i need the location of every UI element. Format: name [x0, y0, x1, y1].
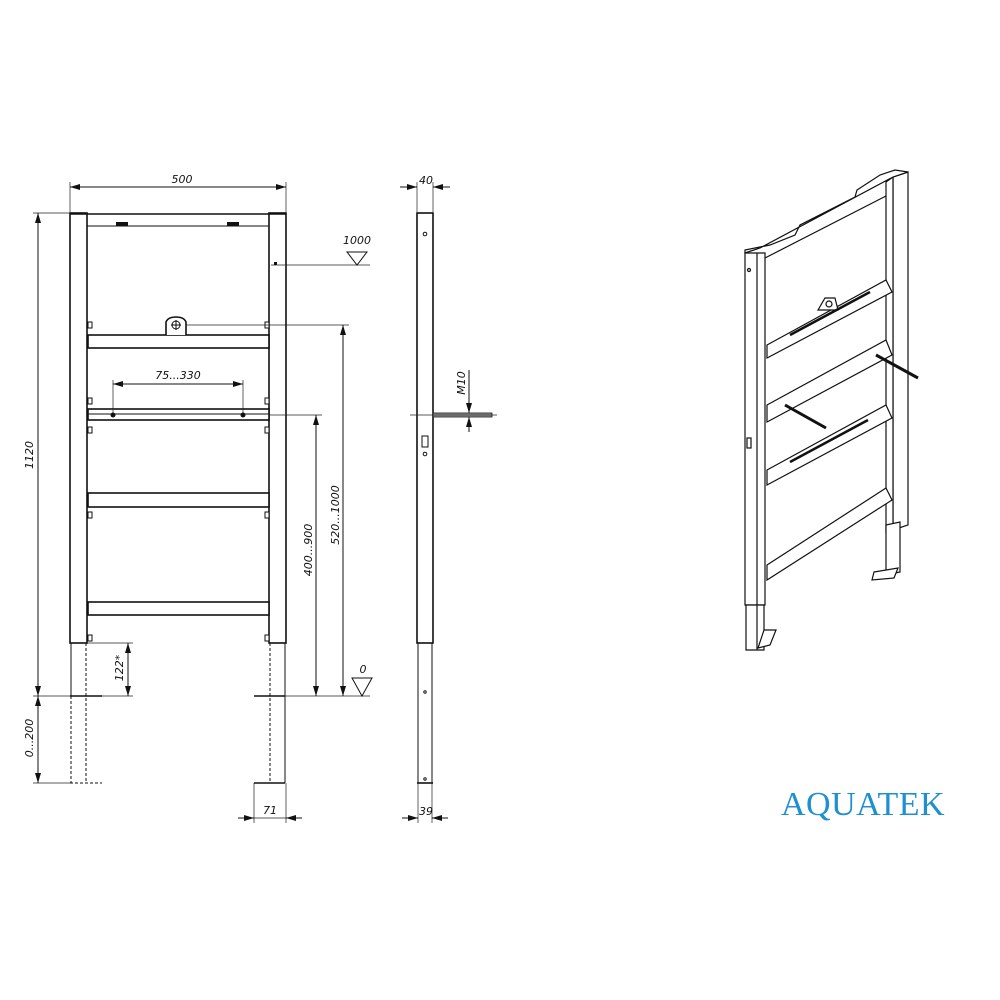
dim-lower-bracket: 400...900	[302, 524, 315, 576]
crossbar-1	[87, 334, 270, 349]
level-floor-label: 0	[360, 663, 367, 676]
brand-logo: AQUATEK	[781, 786, 945, 824]
iso-left-post	[744, 252, 766, 606]
right-post	[268, 212, 287, 644]
iso-rod-1	[875, 353, 919, 380]
brand-name: AQUATEK	[781, 786, 946, 823]
iso-rod-2	[784, 403, 827, 430]
iso-crossbar-1	[766, 279, 893, 359]
dim-width: 500	[172, 173, 193, 186]
dim-leg-offset: 122*	[113, 654, 126, 681]
level-top-label: 1000	[343, 234, 371, 247]
iso-top-bar	[744, 169, 909, 254]
dim-leg-depth: 39	[419, 805, 433, 818]
iso-crossbar-2	[766, 339, 893, 424]
dimensions-front: 500 1120 0...200 122* 75...330 400...900…	[23, 173, 373, 823]
dim-bracket-spacing: 75...330	[155, 369, 200, 382]
iso-crossbar-4	[766, 487, 893, 582]
level-marker-top	[345, 251, 369, 266]
dim-thread: M10	[455, 371, 468, 395]
dim-depth: 40	[419, 174, 433, 187]
front-view	[69, 212, 287, 784]
iso-right-post	[892, 171, 909, 531]
level-marker-floor	[351, 677, 373, 698]
crossbar-3	[87, 492, 270, 508]
crossbar-4	[87, 601, 270, 616]
dim-leg-adjust: 0...200	[23, 719, 36, 757]
isometric-view	[744, 169, 919, 651]
left-post	[69, 212, 88, 644]
iso-crossbar-3	[766, 404, 893, 487]
dim-height: 1120	[23, 441, 36, 469]
dim-foot-width: 71	[263, 804, 277, 817]
dim-upper-bracket: 520...1000	[329, 485, 342, 544]
side-view: 40 39 M10	[400, 174, 497, 823]
